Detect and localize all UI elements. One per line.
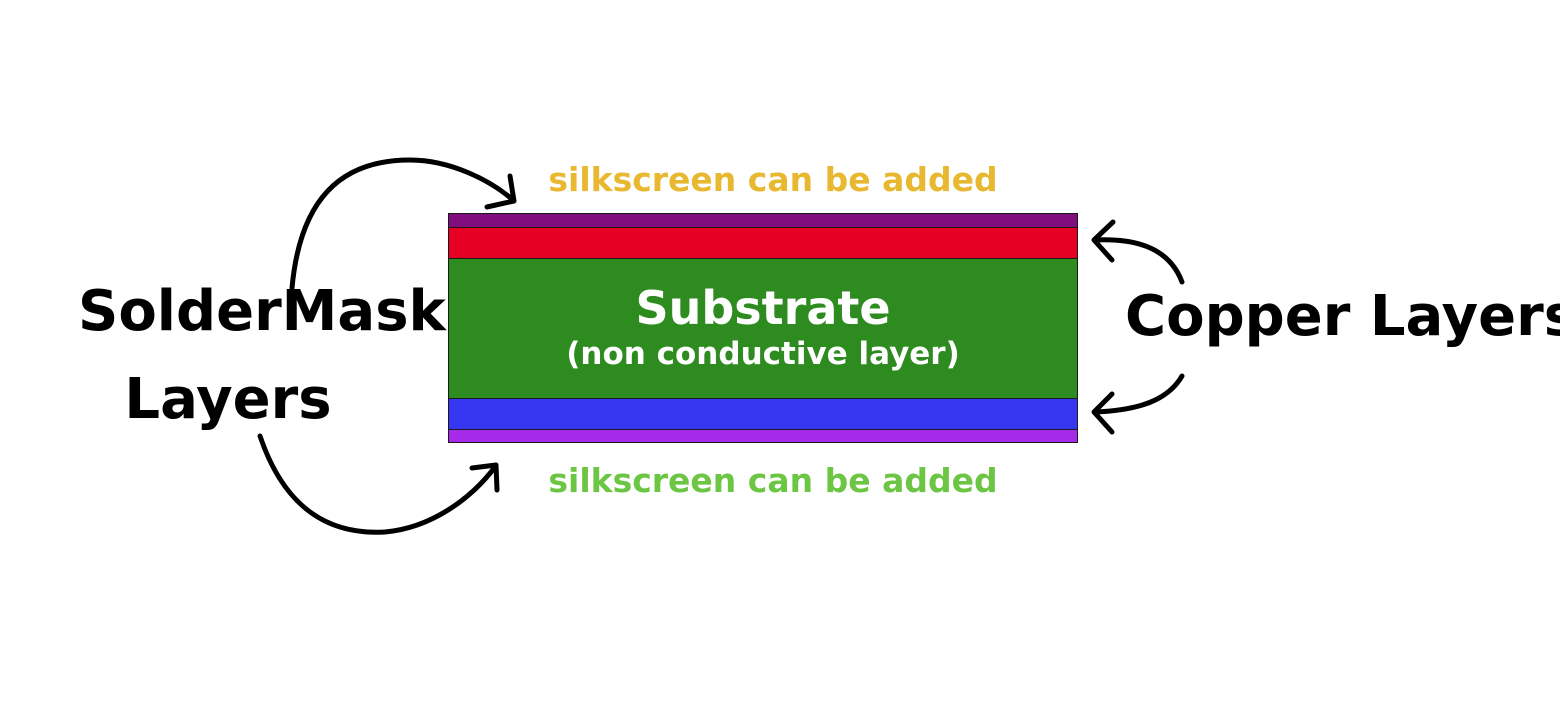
silkscreen-top-note: silkscreen can be added: [548, 160, 998, 199]
soldermask-bottom-arrow-icon: [257, 433, 500, 535]
pcb-layer-stack: Substrate (non conductive layer): [448, 213, 1078, 443]
substrate-layer: Substrate (non conductive layer): [448, 258, 1078, 399]
copper-bottom-arrow-icon: [1091, 373, 1185, 435]
soldermask-label-line2: Layers: [124, 367, 332, 432]
copper-top-arrow-icon: [1091, 219, 1185, 285]
silkscreen-bottom-note: silkscreen can be added: [548, 461, 998, 500]
substrate-subtitle: (non conductive layer): [566, 335, 960, 372]
soldermask-bottom-layer: [448, 429, 1078, 443]
soldermask-top-arrow-icon: [289, 157, 517, 291]
substrate-title: Substrate: [635, 280, 891, 335]
